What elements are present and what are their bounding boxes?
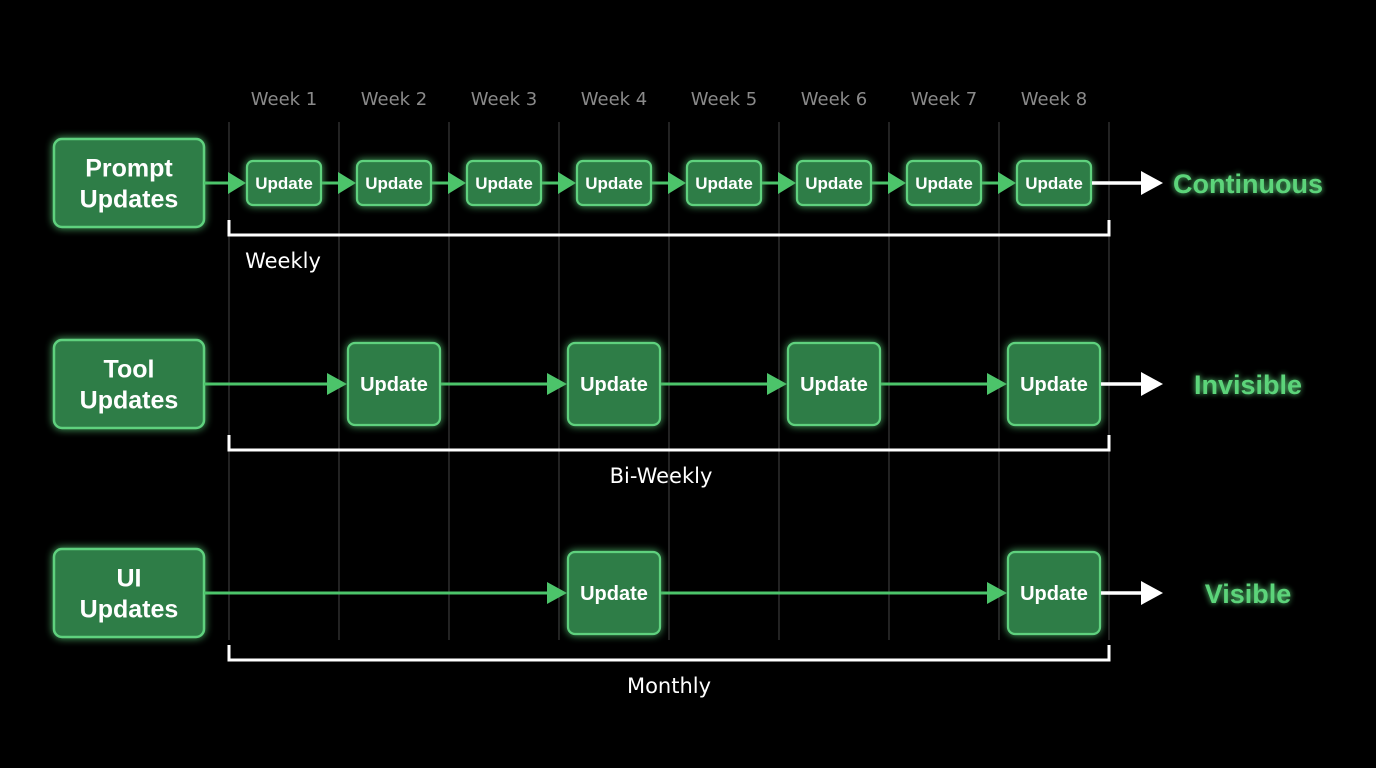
week-label: Week 8: [1021, 89, 1088, 110]
week-label: Week 6: [801, 89, 868, 110]
update-label: Update: [365, 174, 423, 193]
week-header: Week 1 Week 2 Week 3 Week 4 Week 5 Week 6 Week…: [251, 89, 1088, 110]
cadence-label: Monthly: [627, 674, 711, 698]
update-box: [786, 341, 882, 427]
update-box: [566, 341, 662, 427]
lane-title-line: Updates: [80, 186, 179, 214]
flow-arrow-head-icon: [998, 172, 1016, 194]
week-label: Week 7: [911, 89, 978, 110]
flow-arrow-head-icon: [987, 373, 1007, 395]
update-label: Update: [1025, 174, 1083, 193]
outcome-arrow-head-icon: [1141, 171, 1163, 195]
update-label: Update: [580, 583, 648, 605]
update-box: [1006, 341, 1102, 427]
lane-title-line: Updates: [80, 387, 179, 415]
update-label: Update: [360, 374, 428, 396]
flow-arrow-head-icon: [558, 172, 576, 194]
flow-arrow-head-icon: [668, 172, 686, 194]
update-box: [575, 159, 653, 207]
lane-title-line: UI: [117, 565, 142, 593]
week-label: Week 2: [361, 89, 428, 110]
flow-arrow-head-icon: [547, 373, 567, 395]
flow-arrow-head-icon: [338, 172, 356, 194]
flow-arrow-head-icon: [228, 172, 246, 194]
update-label: Update: [695, 174, 753, 193]
update-box: [245, 159, 323, 207]
flow-arrows: [204, 373, 1007, 395]
update-label: Update: [475, 174, 533, 193]
update-boxes: Update Update Update Update Update Update Upda…: [245, 159, 1093, 207]
flow-arrow-head-icon: [888, 172, 906, 194]
update-box: [795, 159, 873, 207]
outcome-arrow-head-icon: [1141, 581, 1163, 605]
outcome-label: Visible: [1205, 579, 1292, 609]
outcome-arrow-head-icon: [1141, 372, 1163, 396]
flow-arrow-head-icon: [327, 373, 347, 395]
week-label: Week 1: [251, 89, 318, 110]
update-label: Update: [1020, 374, 1088, 396]
lane-title-line: Prompt: [85, 155, 173, 183]
flow-arrows: [204, 582, 1007, 604]
cadence-bracket: [227, 435, 1111, 452]
lane-title-box: [52, 547, 206, 639]
update-label: Update: [915, 174, 973, 193]
lane-title-box: [52, 338, 206, 430]
cadence-bracket: [227, 645, 1111, 662]
update-box: [566, 550, 662, 636]
flow-arrows: [204, 172, 1016, 194]
update-box: [1006, 550, 1102, 636]
cadence-label: Weekly: [245, 249, 321, 273]
update-label: Update: [580, 374, 648, 396]
update-label: Update: [800, 374, 868, 396]
update-label: Update: [585, 174, 643, 193]
flow-arrow-head-icon: [987, 582, 1007, 604]
flow-arrow-head-icon: [778, 172, 796, 194]
update-box: [1015, 159, 1093, 207]
update-box: [905, 159, 983, 207]
flow-arrow-head-icon: [547, 582, 567, 604]
update-box: [685, 159, 763, 207]
lane-title-line: Updates: [80, 596, 179, 624]
cadence-bracket: [227, 220, 1111, 237]
outcome-label: Invisible: [1194, 370, 1302, 400]
update-box: [355, 159, 433, 207]
outcome-label: Continuous: [1173, 169, 1323, 199]
flow-arrow-head-icon: [767, 373, 787, 395]
flow-arrow-head-icon: [448, 172, 466, 194]
update-boxes: Update Update Update Update: [346, 341, 1102, 427]
week-label: Week 4: [581, 89, 648, 110]
update-label: Update: [1020, 583, 1088, 605]
update-label: Update: [805, 174, 863, 193]
lane-title-line: Tool: [104, 356, 155, 384]
cadence-label: Bi-Weekly: [610, 464, 713, 488]
week-label: Week 3: [471, 89, 538, 110]
week-label: Week 5: [691, 89, 758, 110]
update-label: Update: [255, 174, 313, 193]
update-box: [465, 159, 543, 207]
update-box: [346, 341, 442, 427]
lane-title-box: [52, 137, 206, 229]
update-boxes: Update Update: [566, 550, 1102, 636]
